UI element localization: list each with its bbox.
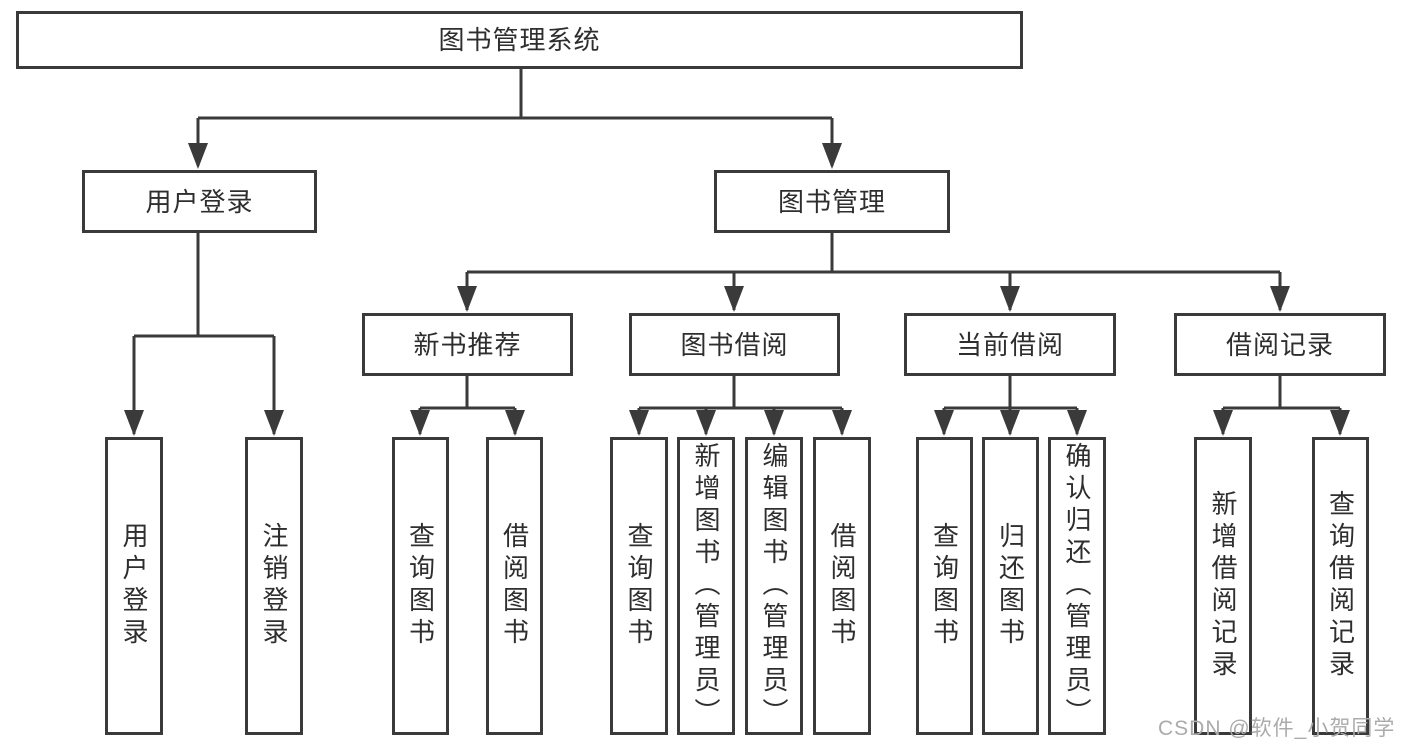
node-book-borrowing: 图书借阅 <box>629 313 840 376</box>
node-book-management-label: 图书管理 <box>777 186 886 217</box>
node-borrowing-records-label: 借阅记录 <box>1225 329 1334 360</box>
node-user-login-label: 用户登录 <box>145 186 254 217</box>
leaf-add-book-admin-label: 新增图书（管理员） <box>691 442 721 730</box>
leaf-logout-label: 注销登录 <box>259 522 289 650</box>
leaf-borrow-books-borrowing: 借阅图书 <box>813 437 871 735</box>
leaf-logout: 注销登录 <box>245 437 303 735</box>
node-new-book-recommend-label: 新书推荐 <box>413 329 522 360</box>
node-current-borrowing-label: 当前借阅 <box>955 329 1064 360</box>
node-book-management: 图书管理 <box>714 170 950 233</box>
leaf-add-borrow-record-label: 新增借阅记录 <box>1208 490 1238 682</box>
leaf-borrow-books-recommend-label: 借阅图书 <box>499 522 530 650</box>
node-book-borrowing-label: 图书借阅 <box>680 329 789 360</box>
leaf-add-borrow-record: 新增借阅记录 <box>1194 437 1252 735</box>
leaf-add-book-admin: 新增图书（管理员） <box>677 437 735 735</box>
leaf-query-books-borrowing-label: 查询图书 <box>624 522 654 650</box>
leaf-edit-book-admin: 编辑图书（管理员） <box>745 437 803 735</box>
leaf-query-books-recommend-label: 查询图书 <box>405 522 436 650</box>
leaf-user-login-label: 用户登录 <box>119 522 149 650</box>
leaf-confirm-return-admin: 确认归还（管理员） <box>1048 437 1106 735</box>
node-library-system: 图书管理系统 <box>16 11 1023 69</box>
arrowheads <box>124 143 1350 436</box>
leaf-user-login: 用户登录 <box>105 437 163 735</box>
node-borrowing-records: 借阅记录 <box>1174 313 1386 376</box>
leaf-query-books-current: 查询图书 <box>916 437 973 735</box>
tree-edges <box>132 68 1342 434</box>
leaf-return-book-label: 归还图书 <box>995 522 1026 650</box>
leaf-borrow-books-borrowing-label: 借阅图书 <box>827 522 857 650</box>
node-new-book-recommend: 新书推荐 <box>362 313 573 376</box>
leaf-query-borrow-record-label: 查询借阅记录 <box>1325 490 1356 682</box>
csdn-watermark: CSDN @软件_小贺同学 <box>1158 717 1396 740</box>
leaf-confirm-return-admin-label: 确认归还（管理员） <box>1062 442 1092 730</box>
leaf-query-books-borrowing: 查询图书 <box>610 437 668 735</box>
node-current-borrowing: 当前借阅 <box>904 313 1116 376</box>
node-library-system-label: 图书管理系统 <box>438 25 601 55</box>
leaf-edit-book-admin-label: 编辑图书（管理员） <box>759 442 789 730</box>
node-user-login: 用户登录 <box>82 170 317 233</box>
leaf-query-books-current-label: 查询图书 <box>929 522 960 650</box>
leaf-borrow-books-recommend: 借阅图书 <box>486 437 543 735</box>
leaf-query-books-recommend: 查询图书 <box>392 437 449 735</box>
leaf-return-book: 归还图书 <box>982 437 1039 735</box>
leaf-query-borrow-record: 查询借阅记录 <box>1312 437 1369 735</box>
